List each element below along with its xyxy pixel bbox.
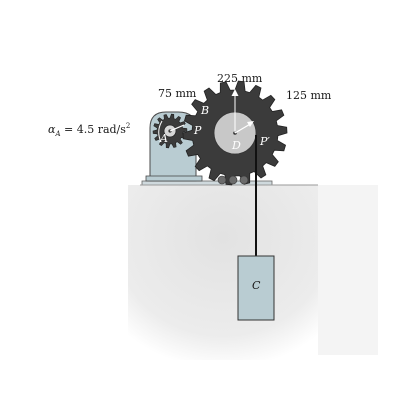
gear-A-radius [169,124,185,132]
ground-right-shade [318,185,378,355]
gear-B-radius-arrowhead [247,121,254,127]
point-P-label: P [193,124,202,137]
dim-75-label: 75 mm [158,87,197,100]
block-C-label: C [252,279,261,292]
dim-225-label: 225 mm [217,72,263,85]
gear-A [152,113,188,149]
point-A-label: A [159,132,168,145]
gear-A-rotation-arrow [158,120,163,143]
gear-B-base-rollers [217,175,249,185]
point-B-label: B [200,104,209,117]
floor-slab [141,180,273,186]
point-P-prime-label: P′ [259,135,270,148]
point-D-label: D [231,139,241,152]
dim-125-label: 125 mm [286,89,332,102]
dim-225-arrowhead [231,89,239,96]
angular-acceleration-label: αA = 4.5 rad/s2 [48,122,130,138]
block-C [237,255,275,321]
ground-region [128,185,318,360]
gear-B [182,80,288,186]
